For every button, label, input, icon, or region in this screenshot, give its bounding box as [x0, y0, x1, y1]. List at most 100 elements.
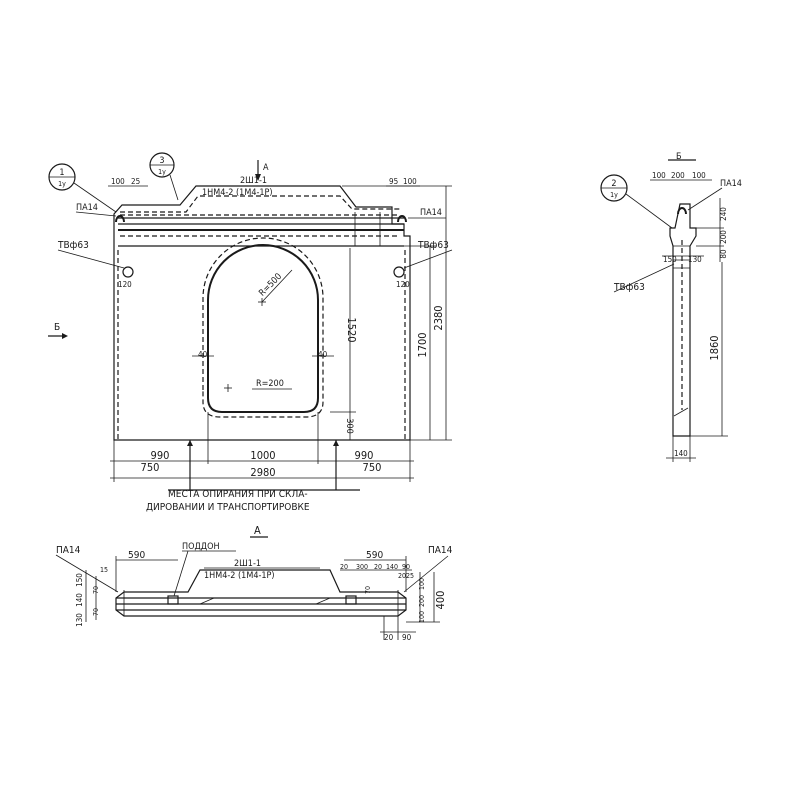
- plan-right-dim-90: 90: [402, 563, 410, 571]
- radius-leader: [261, 269, 293, 303]
- side-dim-1860: 1860: [708, 335, 721, 360]
- opening-rebar: [202, 237, 324, 418]
- leader: [403, 249, 453, 269]
- tray-box-left: [167, 595, 179, 605]
- panel-outline: [113, 185, 411, 441]
- dim-750-left: 750: [141, 461, 160, 474]
- callout-1-top: 1: [59, 168, 64, 178]
- plan-left-dim-150: 150: [75, 573, 84, 587]
- callout-2-bottom: 1у: [610, 191, 618, 199]
- leader: [173, 550, 189, 597]
- rebar-bottom-label: 1НМ4-2 (1М4-1Р): [202, 188, 273, 198]
- plan-rebar-top: 2Ш1-1: [234, 559, 261, 569]
- plan-dim-590-right: 590: [366, 550, 383, 561]
- top-left-dim-25: 25: [131, 177, 140, 186]
- side-section-marker: Б: [676, 152, 682, 162]
- rebar-top-line: [120, 195, 400, 213]
- view-b-arrowhead: [62, 333, 68, 339]
- support-note-line2: ДИРОВАНИИ И ТРАНСПОРТИРОВКЕ: [146, 502, 310, 513]
- socket-left-dim: 120: [118, 280, 132, 289]
- plan-hatch: [199, 597, 331, 605]
- socket-right-label: ТВф63: [417, 240, 449, 251]
- callout-1-leader: [73, 182, 117, 213]
- plan-right-dim-200: 200: [418, 595, 426, 607]
- leader: [613, 263, 675, 293]
- side-view: Б 2 1у 100 200 100 ПА14 240 200 80 150 1…: [600, 152, 742, 462]
- side-loop-label: ПА14: [720, 179, 742, 189]
- callout-2-top: 2: [611, 179, 616, 189]
- view-b-marker: Б: [54, 322, 60, 333]
- top-right-dim-100: 100: [403, 177, 417, 186]
- support-arrowhead: [187, 440, 193, 446]
- dim-2980: 2980: [250, 466, 275, 479]
- side-dim-80: 80: [719, 249, 728, 259]
- socket-left-label: ТВф63: [57, 240, 89, 251]
- window-opening: [207, 244, 319, 413]
- plan-dim-400: 400: [434, 591, 447, 610]
- side-dim-140: 140: [674, 449, 688, 458]
- side-outline: [669, 203, 697, 437]
- plan-right-dim-100a: 100: [418, 578, 426, 590]
- leader: [55, 554, 119, 593]
- break-line: [673, 407, 689, 417]
- side-top-dim-200: 200: [671, 171, 685, 180]
- side-dim-240: 240: [719, 207, 728, 221]
- dim-1520: 1520: [345, 317, 358, 342]
- socket-right: [393, 266, 405, 278]
- tray-label: ПОДДОН: [182, 542, 220, 552]
- plan-loop-right: ПА14: [428, 545, 453, 556]
- tray-box-right: [345, 595, 357, 605]
- lifting-loop-right: [397, 215, 407, 223]
- dim-1000: 1000: [250, 449, 275, 462]
- loop-right-label: ПА14: [420, 208, 442, 218]
- plan-view: А ПА14 ПОДДОН 590 150 140 130 15 70 70 2: [55, 524, 453, 642]
- plan-right-dim-25: 25: [406, 572, 414, 580]
- plan-left-dim-140: 140: [75, 593, 84, 607]
- dim-750-right: 750: [363, 461, 382, 474]
- section-a-marker: А: [263, 163, 269, 173]
- dim-990-left: 990: [151, 449, 170, 462]
- arch-radius-label: R=500: [257, 272, 284, 299]
- plan-title: А: [254, 524, 261, 537]
- plan-right-dim-20c: 20: [398, 572, 406, 580]
- leader: [57, 249, 125, 269]
- dim-2380: 2380: [432, 305, 445, 330]
- loop-left-label: ПА14: [76, 203, 98, 213]
- corner-radius-label: R=200: [256, 379, 284, 389]
- dim-1700: 1700: [416, 332, 429, 357]
- callout-3-top: 3: [159, 156, 164, 166]
- plan-right-dim-100b: 100: [418, 611, 426, 623]
- dim-990-right: 990: [355, 449, 374, 462]
- leader: [403, 555, 449, 593]
- plan-bottom-dim-90: 90: [402, 633, 412, 642]
- plan-right-dim-70: 70: [364, 586, 372, 594]
- plan-left-dim-70b: 70: [92, 608, 100, 616]
- callout-2-leader: [625, 193, 673, 229]
- support-arrowhead: [333, 440, 339, 446]
- side-dim-200: 200: [719, 230, 728, 244]
- socket-right-dim: 120: [396, 280, 410, 289]
- plan-left-dim-70a: 70: [92, 586, 100, 594]
- plan-right-dim-300: 300: [356, 563, 368, 571]
- plan-right-dim-140: 140: [386, 563, 398, 571]
- gap-left-label: 40: [198, 350, 208, 359]
- support-note-line1: МЕСТА ОПИРАНИЯ ПРИ СКЛА-: [168, 489, 308, 500]
- plan-left-dim-130: 130: [75, 613, 84, 627]
- side-flange-dim-130: 130: [688, 255, 702, 264]
- front-view: R=500 R=200 40 40 1520 300 1700 2380 990: [48, 152, 453, 513]
- side-top-dim-100b: 100: [692, 171, 706, 180]
- plan-loop-left: ПА14: [56, 545, 81, 556]
- side-top-dim-100a: 100: [652, 171, 666, 180]
- plan-rebar-bottom: 1НМ4-2 (1М4-1Р): [204, 571, 275, 581]
- side-socket-label: ТВф63: [613, 282, 645, 293]
- leader: [687, 187, 723, 211]
- plan-bottom-dim-20: 20: [384, 633, 394, 642]
- lifting-loop-left: [115, 215, 125, 223]
- plan-dim-590-left: 590: [128, 550, 145, 561]
- side-lifting-loop: [677, 207, 687, 215]
- side-flange-dim-150: 150: [663, 255, 677, 264]
- callout-1-bottom: 1у: [58, 180, 66, 188]
- socket-left: [122, 266, 134, 278]
- callout-3-bottom: 1у: [158, 168, 166, 176]
